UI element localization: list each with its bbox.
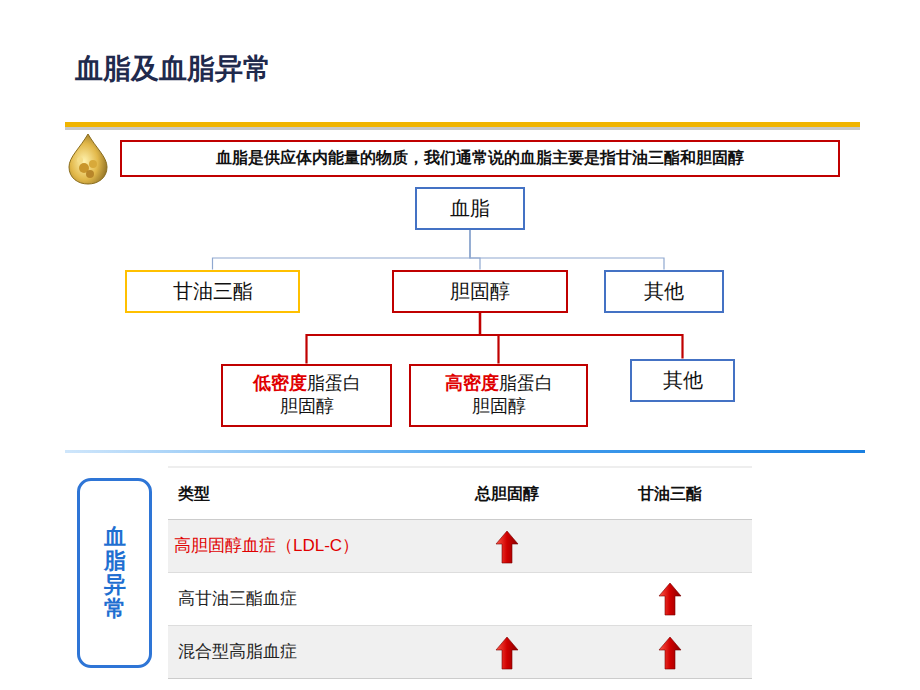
subtype-box: 其他 bbox=[630, 359, 735, 402]
rule-shadow bbox=[65, 127, 860, 130]
category-box: 其他 bbox=[604, 270, 724, 313]
text-holder: 其他 bbox=[663, 367, 703, 394]
node-text: 低密度 bbox=[253, 373, 307, 393]
up-arrow bbox=[496, 531, 518, 563]
table-rule bbox=[168, 572, 752, 573]
oil-drop-icon bbox=[69, 134, 107, 184]
root-box: 血脂 bbox=[415, 187, 525, 230]
text-holder: 低密度脂蛋白 胆固醇 bbox=[251, 372, 363, 419]
node-text: 血脂异常 bbox=[104, 525, 126, 622]
drop-highlight bbox=[77, 157, 83, 163]
node-text: 血脂是供应体内能量的物质，我们通常说的血脂主要是指甘油三酯和胆固醇 bbox=[216, 148, 744, 169]
table-rule bbox=[168, 625, 752, 626]
text-holder: 血脂 bbox=[450, 195, 490, 222]
table-header: 甘油三酯 bbox=[638, 483, 702, 505]
section-tag: 血脂异常 bbox=[77, 478, 152, 668]
node-text: 其他 bbox=[644, 278, 684, 305]
tree-connector bbox=[307, 313, 481, 364]
node-text: 其他 bbox=[663, 367, 703, 394]
text-holder: 血脂是供应体内能量的物质，我们通常说的血脂主要是指甘油三酯和胆固醇 bbox=[216, 148, 744, 169]
drop-blob bbox=[86, 170, 94, 178]
node-text: 血脂 bbox=[450, 195, 490, 222]
text-holder: 高密度脂蛋白 胆固醇 bbox=[443, 372, 555, 419]
subtype-box: 高密度脂蛋白 胆固醇 bbox=[409, 364, 588, 427]
tree-connector bbox=[213, 230, 471, 270]
up-arrow bbox=[659, 583, 681, 615]
category-box: 甘油三酯 bbox=[125, 270, 300, 313]
node-text: 胆固醇 bbox=[450, 278, 510, 305]
drop-shape bbox=[69, 134, 107, 184]
tree-connector bbox=[480, 313, 683, 359]
up-arrow bbox=[496, 637, 518, 669]
table-row-band bbox=[168, 626, 752, 678]
tree-connector bbox=[480, 313, 499, 364]
table-rule bbox=[168, 678, 752, 679]
table-rule bbox=[168, 519, 752, 520]
table-cell: 高胆固醇血症（LDL-C） bbox=[174, 535, 359, 557]
drop-blob bbox=[89, 160, 97, 168]
title-rule bbox=[65, 122, 860, 127]
table-cell: 高甘油三酯血症 bbox=[178, 588, 297, 610]
tree-connector bbox=[470, 230, 664, 270]
table-rule bbox=[168, 467, 752, 468]
table-row-band bbox=[168, 520, 752, 572]
statement-box: 血脂是供应体内能量的物质，我们通常说的血脂主要是指甘油三酯和胆固醇 bbox=[120, 140, 840, 177]
category-box: 胆固醇 bbox=[392, 270, 568, 313]
subtype-box: 低密度脂蛋白 胆固醇 bbox=[221, 364, 392, 427]
table-header: 类型 bbox=[178, 483, 210, 505]
node-text: 高密度 bbox=[445, 373, 499, 393]
text-holder: 血脂异常 bbox=[104, 525, 126, 622]
section-rule bbox=[65, 450, 865, 453]
tree-connector bbox=[470, 230, 480, 270]
up-arrow-shape bbox=[659, 637, 681, 669]
node-text: 甘油三酯 bbox=[173, 278, 253, 305]
page-title: 血脂及血脂异常 bbox=[75, 52, 271, 86]
text-holder: 其他 bbox=[644, 278, 684, 305]
table-cell: 混合型高脂血症 bbox=[178, 641, 297, 663]
up-arrow-shape bbox=[496, 637, 518, 669]
up-arrow bbox=[659, 637, 681, 669]
text-holder: 胆固醇 bbox=[450, 278, 510, 305]
up-arrow-shape bbox=[659, 583, 681, 615]
text-holder: 甘油三酯 bbox=[173, 278, 253, 305]
table-header: 总胆固醇 bbox=[475, 483, 539, 505]
up-arrow-shape bbox=[496, 531, 518, 563]
